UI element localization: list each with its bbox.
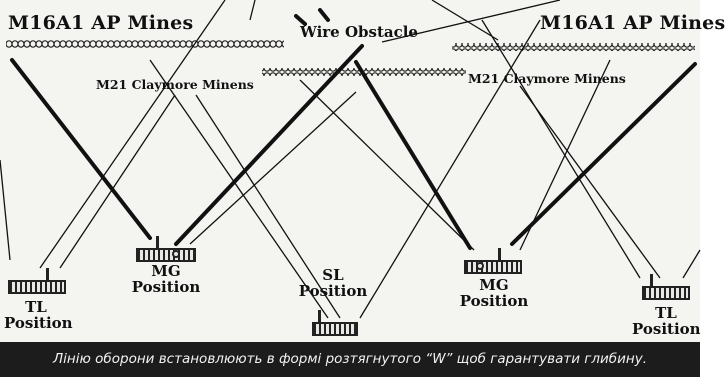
sl-label-line2: Position xyxy=(298,281,368,300)
wire-obstacle-label: Wire Obstacle xyxy=(300,23,418,41)
sector-line xyxy=(682,249,701,279)
mines-label-right: M16A1 AP Mines xyxy=(540,12,725,34)
sector-line xyxy=(189,91,357,245)
sl-label-line1: SL xyxy=(322,266,344,284)
mg-position-left-label: MG Position xyxy=(126,262,206,296)
sector-line xyxy=(481,19,641,279)
mg-label-left-line2: Position xyxy=(131,277,201,296)
wire-obstacle-right xyxy=(452,43,695,51)
tl-position-right-label: TL Position xyxy=(632,304,701,338)
sl-position-label: SL Position xyxy=(294,266,372,300)
tl-label-right-line1: TL xyxy=(655,304,677,322)
sector-line xyxy=(519,59,611,251)
tl-label-left-line2: Position xyxy=(4,313,73,332)
tl-position-left-label: TL Position xyxy=(4,298,73,332)
mg-position-right-label: MG Position xyxy=(454,276,534,310)
mg-fire-line xyxy=(354,60,472,250)
tl-label-left-line1: TL xyxy=(25,298,47,316)
caption-text: Лінію оборони встановлюють в формі розтя… xyxy=(53,351,647,367)
mg-fire-line xyxy=(510,62,697,246)
sector-line xyxy=(519,85,661,279)
sector-line xyxy=(249,0,256,21)
claymore-label-left: M21 Claymore Minens xyxy=(96,77,254,92)
mg-position-left-symbol xyxy=(136,236,196,262)
tl-position-left-symbol xyxy=(8,268,66,294)
sector-line xyxy=(299,79,475,251)
sector-line xyxy=(0,159,11,261)
mines-label-left: M16A1 AP Mines xyxy=(8,12,194,34)
mg-fire-line xyxy=(10,58,152,240)
sl-position-symbol xyxy=(312,310,358,336)
mg-position-right-symbol xyxy=(464,248,522,274)
caption-bar: Лінію оборони встановлюють в формі розтя… xyxy=(0,342,700,377)
sector-line xyxy=(195,94,341,319)
tl-position-right-symbol xyxy=(642,274,690,300)
wire-obstacle-left xyxy=(6,40,284,48)
sector-line xyxy=(39,0,226,269)
mg-fire-line xyxy=(174,44,364,246)
sector-line xyxy=(59,94,176,269)
tl-label-right-line2: Position xyxy=(632,319,701,338)
sector-line xyxy=(381,0,561,43)
mg-fire-line xyxy=(318,8,330,22)
sector-line xyxy=(149,59,329,319)
mg-fire-line xyxy=(294,14,307,26)
claymore-label-right: M21 Claymore Minens xyxy=(468,71,626,86)
mg-label-left-line1: MG xyxy=(151,262,181,280)
sector-line xyxy=(359,19,541,319)
sector-line xyxy=(431,0,499,41)
diagram-artwork xyxy=(0,0,701,319)
mg-label-right-line2: Position xyxy=(459,291,529,310)
mg-label-right-line1: MG xyxy=(479,276,509,294)
